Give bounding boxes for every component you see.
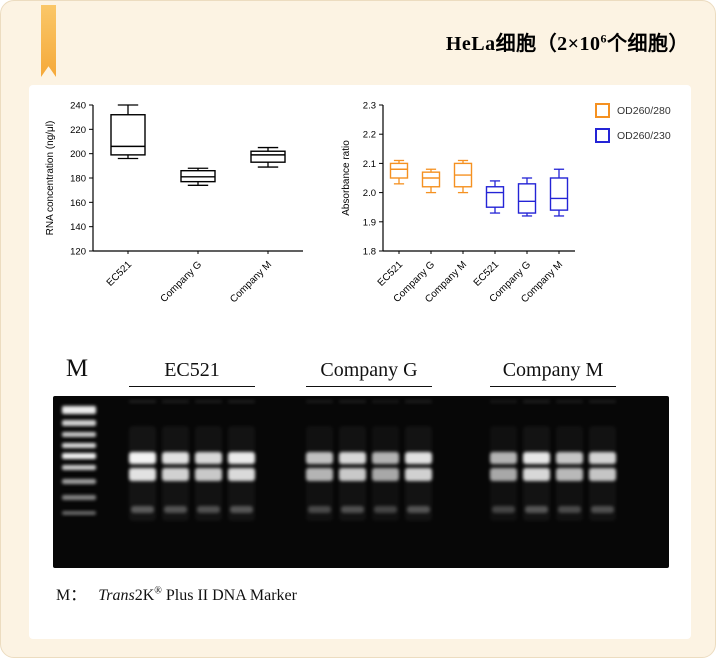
svg-text:240: 240 [70, 101, 86, 112]
legend-label: OD260/230 [617, 129, 671, 142]
legend-label: OD260/280 [617, 104, 671, 117]
page-title: HeLa细胞（2×106个细胞） [446, 27, 689, 56]
gel-electrophoresis-image [53, 396, 669, 568]
caption-brand-italic: Trans [98, 587, 135, 604]
gel-group-label-company-g: Company G [306, 359, 432, 387]
gel-marker-lane-label: M [65, 355, 89, 382]
bookmark-ribbon-icon [41, 5, 56, 77]
svg-text:EC521: EC521 [472, 259, 502, 289]
gel-image-svg [53, 396, 669, 568]
caption-brand-rest: 2K [134, 587, 155, 604]
svg-text:120: 120 [70, 247, 86, 258]
svg-text:2.1: 2.1 [363, 159, 376, 170]
svg-text:160: 160 [70, 198, 86, 209]
svg-text:1.9: 1.9 [363, 217, 376, 228]
svg-text:2.2: 2.2 [363, 130, 376, 141]
gel-caption: M： Trans2K® Plus II DNA Marker [56, 581, 297, 605]
svg-text:1.8: 1.8 [363, 247, 376, 258]
legend-swatch-icon [595, 128, 610, 143]
svg-text:EC521: EC521 [376, 259, 406, 289]
caption-marker-key: M： [56, 587, 87, 604]
svg-text:140: 140 [70, 222, 86, 233]
title-suffix: 个细胞） [607, 33, 689, 55]
title-prefix: HeLa细胞（2×10 [445, 33, 601, 55]
gel-group-label-company-m: Company M [490, 359, 616, 387]
svg-text:2.0: 2.0 [363, 188, 376, 199]
svg-text:Company G: Company G [159, 259, 205, 305]
svg-text:EC521: EC521 [105, 259, 135, 289]
svg-text:RNA concentration (ng/μl): RNA concentration (ng/μl) [45, 121, 56, 236]
gel-group-label-ec521: EC521 [129, 359, 255, 387]
caption-text: Plus II DNA Marker [161, 587, 297, 604]
svg-text:200: 200 [70, 149, 86, 160]
svg-text:180: 180 [70, 174, 86, 185]
legend-swatch-icon [595, 103, 610, 118]
svg-text:220: 220 [70, 125, 86, 136]
caption-registered-symbol: ® [154, 585, 162, 597]
legend-item: OD260/280 [595, 103, 671, 118]
title-superscript: 6 [600, 31, 607, 46]
legend-item: OD260/230 [595, 128, 671, 143]
svg-text:2.3: 2.3 [363, 101, 376, 112]
svg-text:Absorbance ratio: Absorbance ratio [341, 140, 352, 216]
svg-text:Company M: Company M [228, 259, 274, 305]
